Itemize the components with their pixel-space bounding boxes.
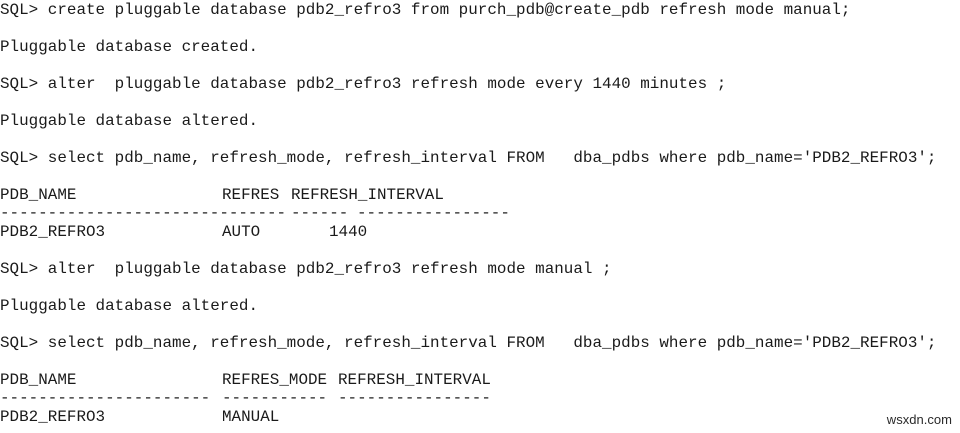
sql-command-create-pdb: SQL> create pluggable database pdb2_refr… [0, 1, 851, 19]
separator-pdb-name: ------------------------------ [0, 204, 287, 222]
sql-command-select-refresh-2: SQL> select pdb_name, refresh_mode, refr… [0, 334, 937, 352]
separator-refresh-interval: ---------------- [338, 389, 491, 407]
column-header-refresh-mode: REFRES [222, 186, 280, 204]
column-header-refresh-interval: REFRESH_INTERVAL [338, 371, 491, 389]
column-header-refresh-mode: REFRES_MODE [222, 371, 328, 389]
separator-refresh-mode: ------ [291, 204, 349, 222]
separator-refresh-interval: ---------------- [357, 204, 510, 222]
sql-command-select-refresh: SQL> select pdb_name, refresh_mode, refr… [0, 149, 937, 167]
sql-command-alter-refresh-every: SQL> alter pluggable database pdb2_refro… [0, 75, 727, 93]
sql-command-alter-refresh-manual: SQL> alter pluggable database pdb2_refro… [0, 260, 612, 278]
output-pdb-created: Pluggable database created. [0, 38, 259, 56]
cell-refresh-interval: 1440 [329, 223, 368, 241]
cell-pdb-name: PDB2_REFRO3 [0, 408, 106, 426]
separator-refresh-mode: ----------- [222, 389, 328, 407]
cell-refresh-mode: MANUAL [222, 408, 280, 426]
output-pdb-altered: Pluggable database altered. [0, 112, 259, 130]
column-header-refresh-interval: REFRESH_INTERVAL [291, 186, 444, 204]
column-header-pdb-name: PDB_NAME [0, 186, 77, 204]
cell-refresh-mode: AUTO [222, 223, 261, 241]
site-watermark: wsxdn.com [886, 412, 952, 427]
output-pdb-altered-2: Pluggable database altered. [0, 297, 259, 315]
column-header-pdb-name: PDB_NAME [0, 371, 77, 389]
cell-pdb-name: PDB2_REFRO3 [0, 223, 106, 241]
separator-pdb-name: ---------------------- [0, 389, 211, 407]
